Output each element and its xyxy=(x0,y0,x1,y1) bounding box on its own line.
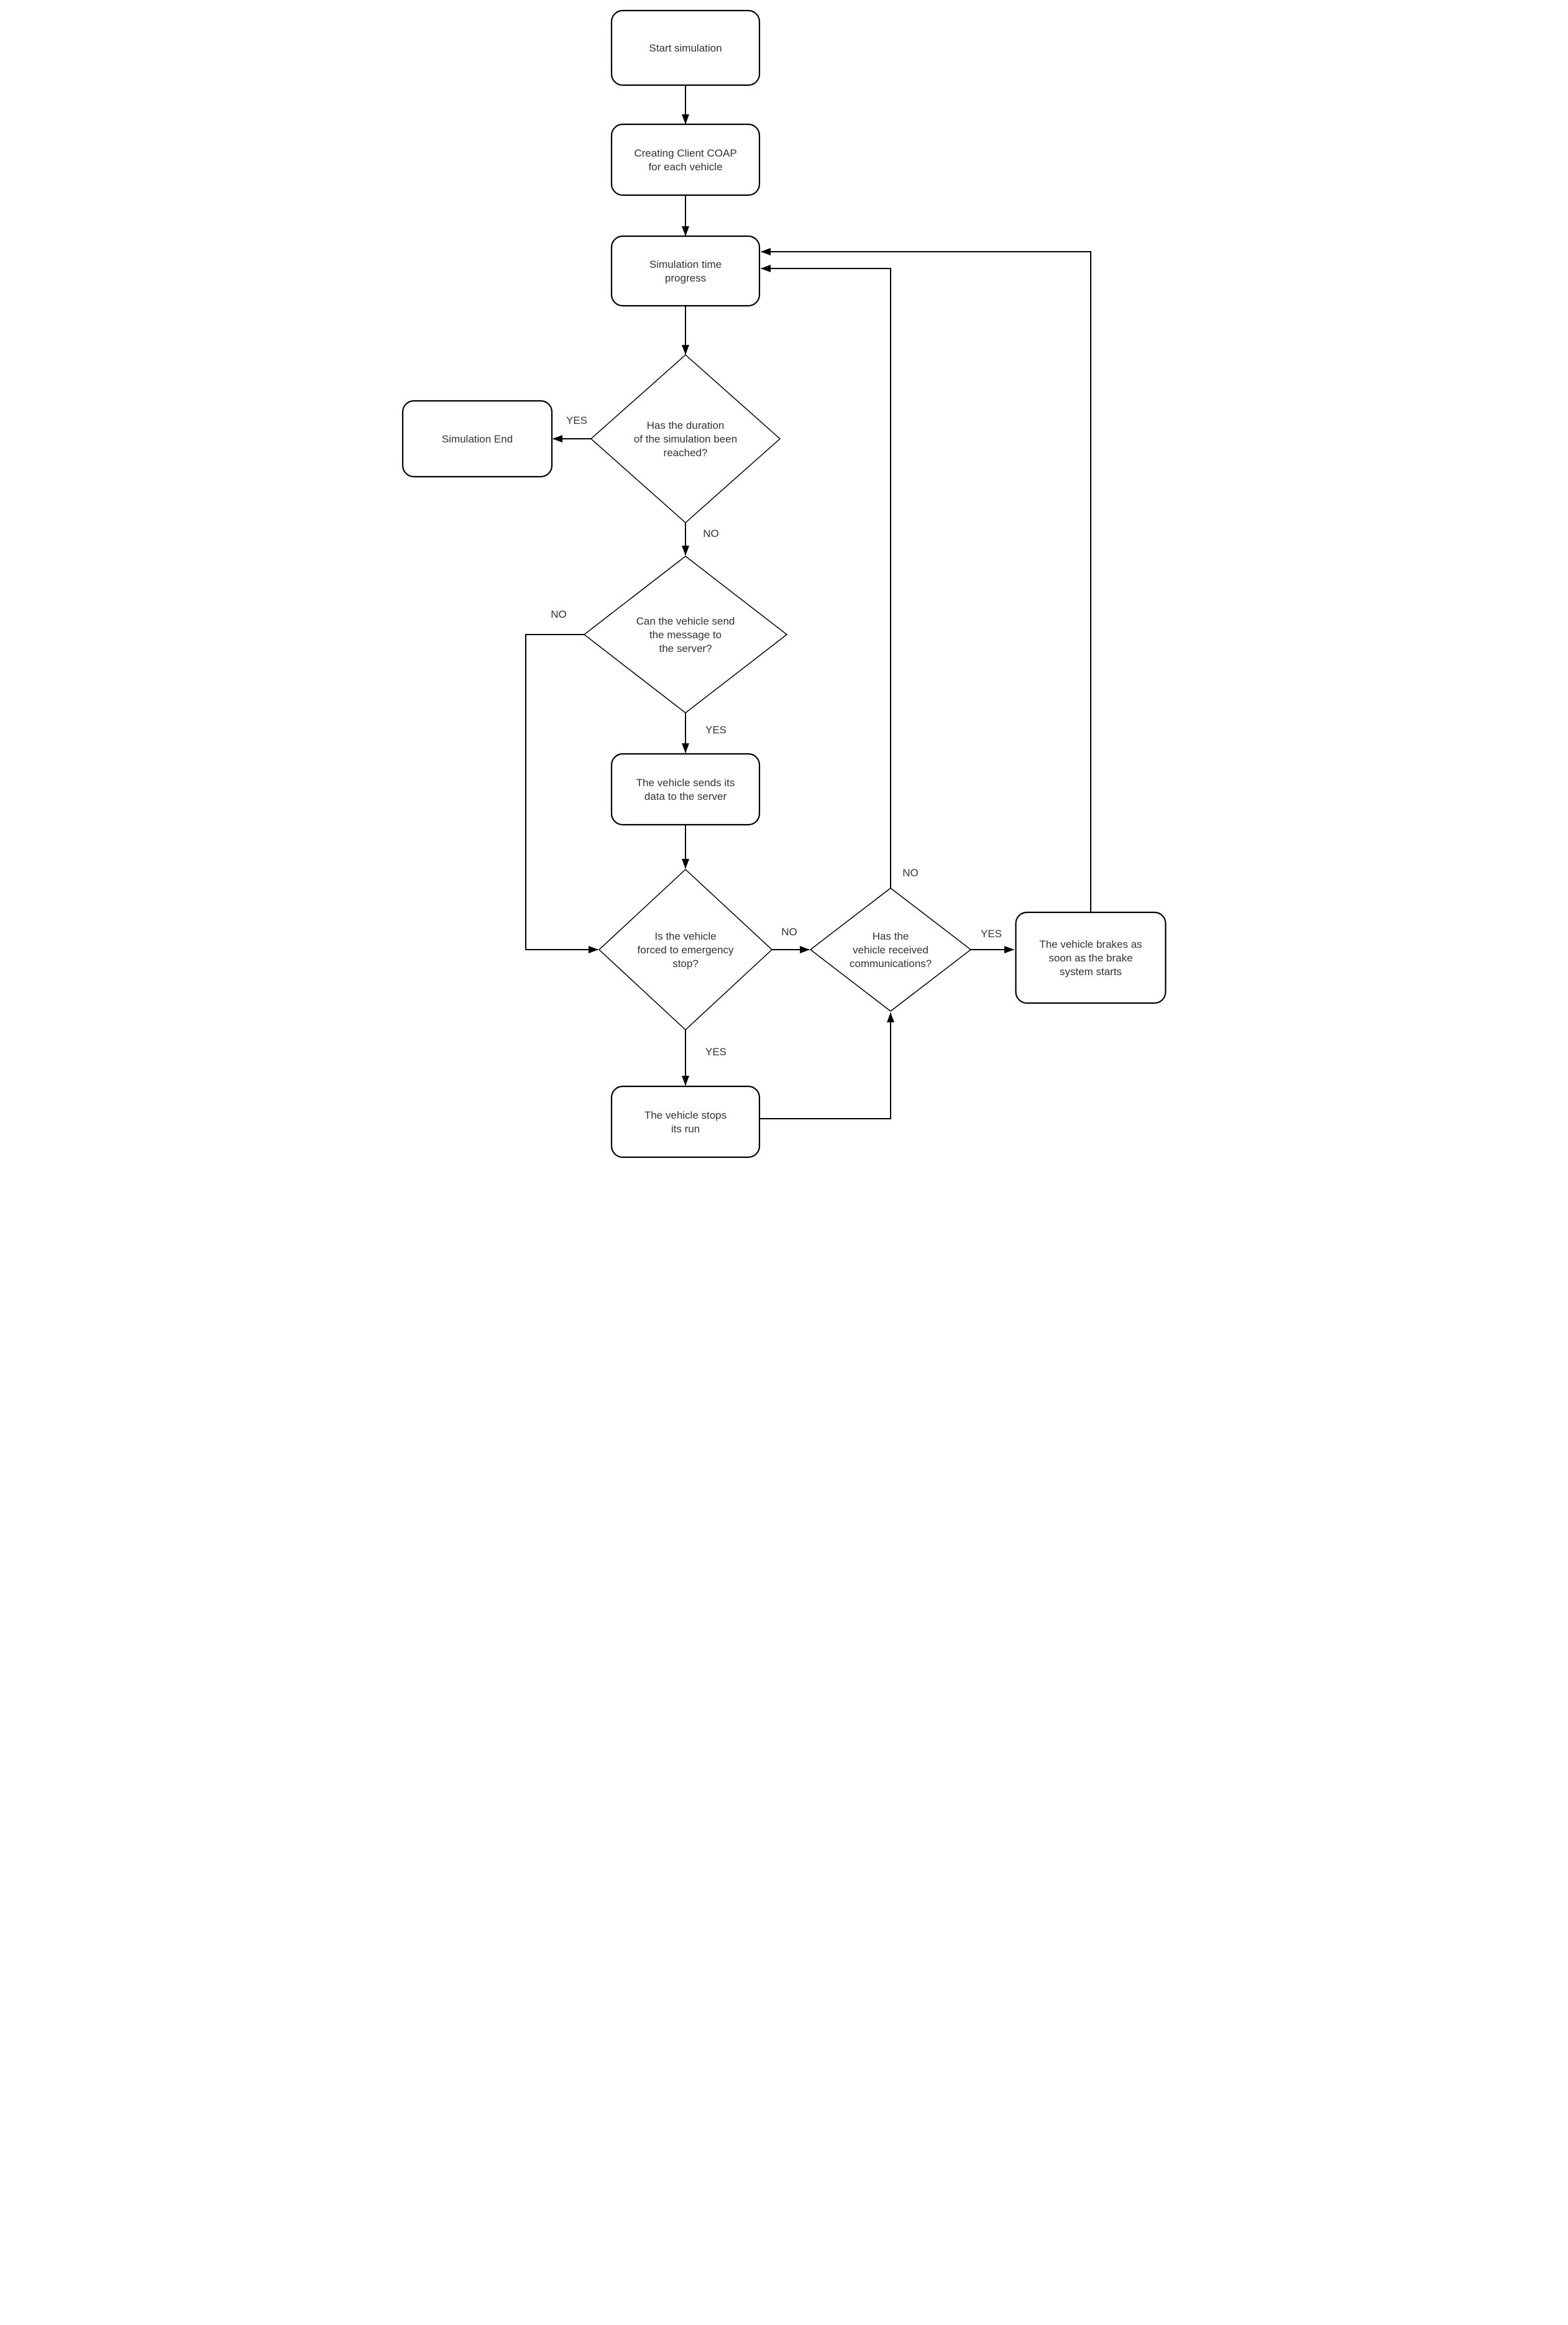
vehicle-stops-shape xyxy=(610,1085,760,1158)
edge-cansend-no-to-emergency xyxy=(525,634,598,953)
simulation-end-label: Simulation End xyxy=(441,433,512,445)
start-simulation-shape xyxy=(610,9,760,86)
edge-label-cansend-yes-to-sends: YES xyxy=(705,724,726,736)
duration-reached-decision-shape xyxy=(590,354,781,524)
edge-label-emergency-no-to-comms: NO xyxy=(781,926,797,938)
can-send-decision-shape xyxy=(583,556,787,713)
edge-brakes-to-simtime xyxy=(760,248,1091,912)
edge-labels-layer: YES NO NO YES NO YES YES NO xyxy=(551,415,1002,1058)
edge-label-emergency-yes-to-stops: YES xyxy=(705,1046,726,1058)
vehicle-sends-data-shape xyxy=(610,753,760,826)
edge-label-duration-yes-to-end: YES xyxy=(566,415,587,426)
node-start-simulation: Start simulation xyxy=(610,9,760,86)
edge-label-comms-yes-to-brakes: YES xyxy=(980,928,1001,940)
node-simulation-end: Simulation End xyxy=(401,400,552,478)
edge-label-comms-no-to-simtime: NO xyxy=(902,867,919,879)
edge-label-duration-no-to-cansend: NO xyxy=(703,528,719,539)
received-comms-decision-shape xyxy=(809,887,971,1012)
edges-layer xyxy=(525,85,1091,1119)
vehicle-brakes-shape xyxy=(1014,911,1167,1004)
edge-label-cansend-no-to-emergency: NO xyxy=(551,608,567,620)
simulation-time-progress-shape xyxy=(610,235,760,307)
edge-stops-to-comms xyxy=(759,1012,894,1119)
creating-client-coap-shape xyxy=(610,123,760,196)
start-simulation-label: Start simulation xyxy=(649,42,722,54)
simulation-end-shape xyxy=(401,400,552,478)
edge-comms-no-to-simtime xyxy=(760,265,891,888)
emergency-stop-decision-shape xyxy=(598,868,773,1031)
